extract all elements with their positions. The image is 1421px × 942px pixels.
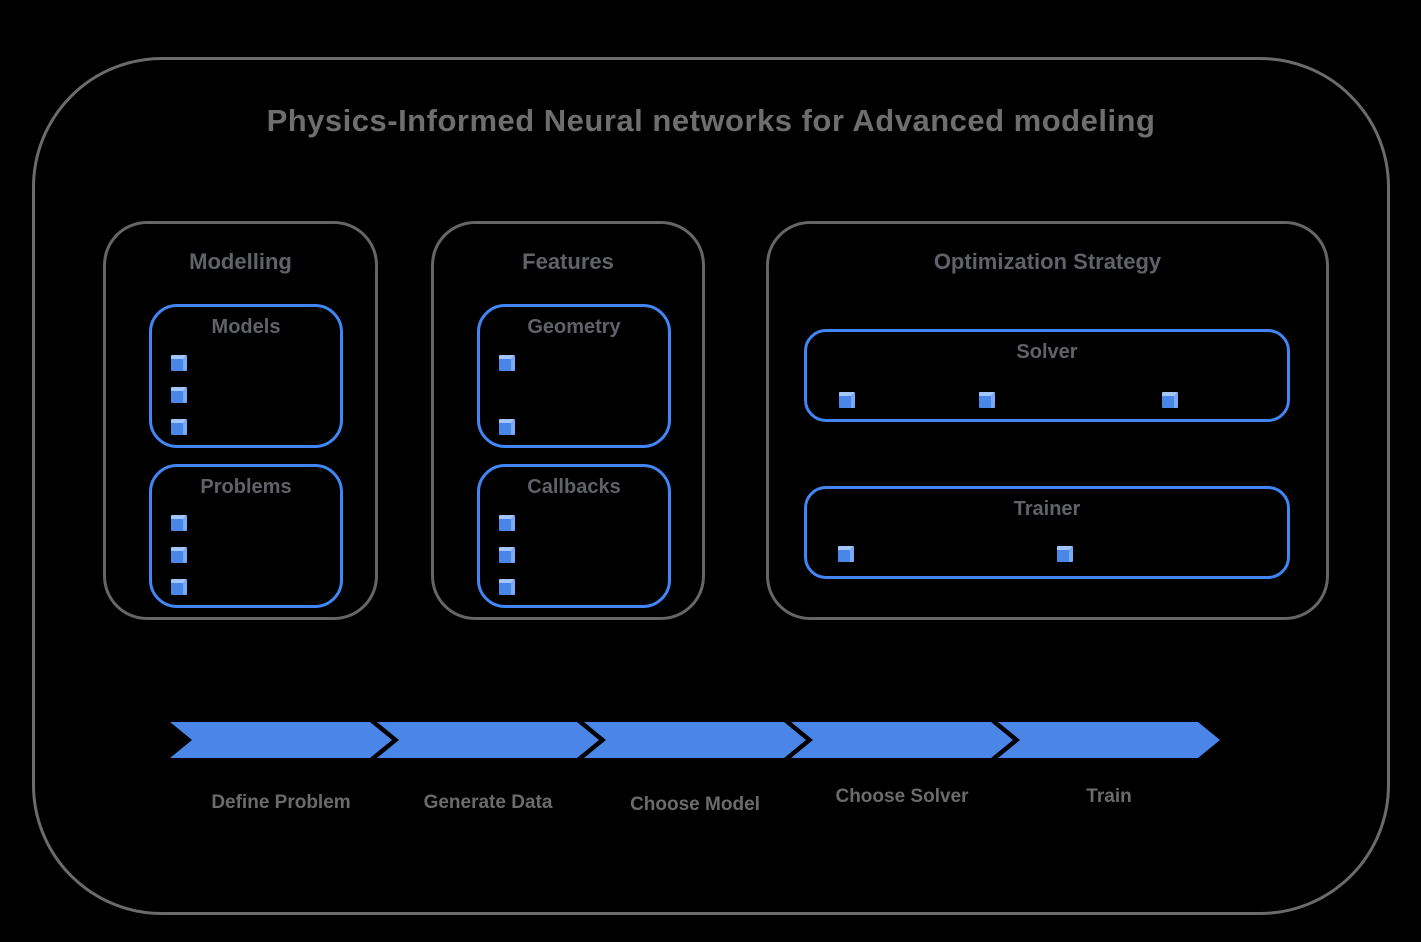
cube-icon	[499, 515, 515, 531]
workflow-arrow: Define Problem Generate Data Choose Mode…	[170, 722, 1225, 832]
box-callbacks-title: Callbacks	[527, 476, 621, 498]
cube-icon	[839, 392, 855, 408]
box-trainer-title: Trainer	[1013, 498, 1081, 520]
page-title: Physics-Informed Neural networks for Adv…	[266, 103, 1156, 138]
workflow-step-label: Generate Data	[423, 792, 553, 813]
group-optimization-strategy: Optimization Strategy Solver Trainer	[766, 221, 1329, 620]
chevron-segment	[791, 722, 1013, 758]
group-features: Features Geometry Callbacks	[431, 221, 705, 620]
group-features-title: Features	[522, 249, 614, 274]
box-models: Models	[149, 304, 343, 448]
workflow-step-label: Define Problem	[211, 792, 351, 813]
cube-icon	[1162, 392, 1178, 408]
cube-icon	[499, 355, 515, 371]
box-geometry: Geometry	[477, 304, 671, 448]
cube-icon	[171, 355, 187, 371]
box-geometry-title: Geometry	[527, 316, 621, 338]
chevron-segment	[998, 722, 1220, 758]
cube-icon	[171, 515, 187, 531]
box-problems: Problems	[149, 464, 343, 608]
box-models-title: Models	[211, 316, 281, 338]
cube-icon	[1057, 546, 1073, 562]
workflow-step-label: Choose Solver	[835, 786, 969, 807]
box-callbacks: Callbacks	[477, 464, 671, 608]
cube-icon	[499, 579, 515, 595]
cube-icon	[499, 419, 515, 435]
group-modelling-title: Modelling	[189, 249, 292, 274]
box-trainer: Trainer	[804, 486, 1290, 579]
box-solver: Solver	[804, 329, 1290, 422]
group-modelling: Modelling Models Problems	[103, 221, 378, 620]
cube-icon	[979, 392, 995, 408]
cube-icon	[171, 547, 187, 563]
chevron-segment	[377, 722, 599, 758]
group-optimization-title: Optimization Strategy	[933, 249, 1162, 274]
workflow-step-label: Choose Model	[630, 794, 760, 815]
cube-icon	[838, 546, 854, 562]
box-problems-title: Problems	[200, 476, 292, 498]
workflow-step-label: Train	[1086, 786, 1132, 807]
cube-icon	[171, 387, 187, 403]
chevron-segment	[170, 722, 392, 758]
cube-icon	[171, 579, 187, 595]
cube-icon	[171, 419, 187, 435]
outer-container: Physics-Informed Neural networks for Adv…	[32, 57, 1390, 915]
chevron-segment	[584, 722, 806, 758]
box-solver-title: Solver	[1016, 341, 1078, 363]
cube-icon	[499, 547, 515, 563]
